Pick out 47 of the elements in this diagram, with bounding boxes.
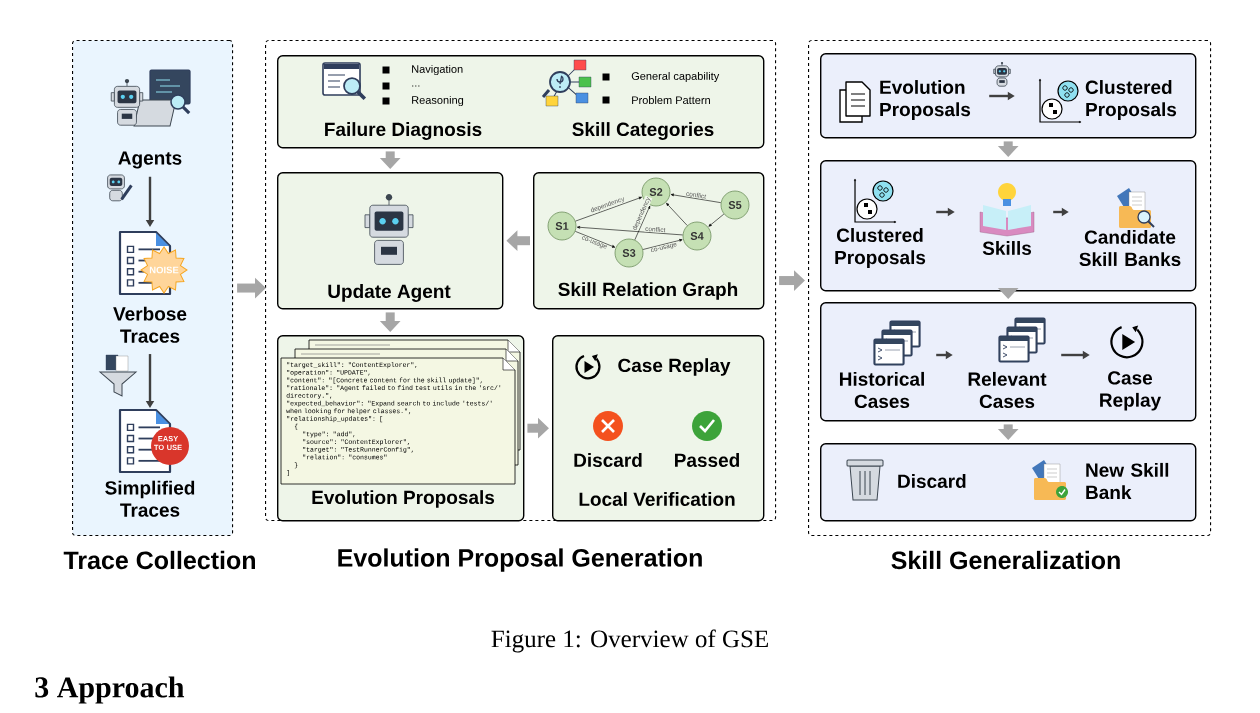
- section-heading: 3 Approach: [35, 676, 185, 704]
- step-box: [820, 302, 1197, 422]
- bullet-item: Problem Pattern: [632, 95, 710, 105]
- box-title: Case Replay: [618, 358, 731, 376]
- box-title: Local Verification: [579, 492, 735, 506]
- arrow: [708, 213, 725, 227]
- step-box: Update Agent: [277, 172, 504, 310]
- bullet-item: Reasoning: [412, 95, 464, 107]
- arrow: [575, 231, 616, 248]
- skill-node: S5: [720, 190, 750, 220]
- step-label: Candidate Skill Banks: [1079, 229, 1181, 267]
- box-title: Skill Categories: [572, 122, 714, 140]
- step-label: New Skill Bank: [1086, 462, 1169, 500]
- arrow: [575, 196, 642, 222]
- figure-caption: Figure 1: Overview of GSE: [491, 629, 768, 653]
- skill-node: S4: [682, 221, 712, 251]
- skill-node: S1: [547, 211, 577, 241]
- step-label: Simplified Traces: [105, 480, 195, 517]
- box-title: Discard: [574, 453, 642, 467]
- step-label: Verbose Traces: [113, 306, 187, 343]
- step-label: Clustered Proposals: [1085, 80, 1177, 120]
- panel-title: Evolution Proposal Generation: [338, 548, 702, 572]
- arrow: [670, 193, 722, 203]
- step-label: Discard: [898, 474, 966, 488]
- bullet-item: General capability: [631, 71, 720, 83]
- arrow: [666, 202, 688, 226]
- step-box: [820, 443, 1197, 522]
- step-label: Clustered Proposals: [835, 228, 926, 268]
- arrow: [576, 226, 683, 236]
- step-label: Skills: [982, 241, 1032, 255]
- step-label: Relevant Cases: [968, 371, 1047, 409]
- box-title: Failure Diagnosis: [325, 122, 482, 140]
- panel-title: Trace Collection: [63, 550, 255, 570]
- bullet-item: ...: [412, 85, 420, 87]
- step-label: Case Replay: [1100, 371, 1162, 411]
- arrow: [642, 239, 683, 250]
- step-box: [820, 160, 1197, 292]
- noise-badge: NOISE: [140, 246, 188, 294]
- panel-title: Skill Generalization: [891, 550, 1120, 570]
- step-box: [820, 53, 1197, 139]
- bullet-item: Navigation: [412, 64, 463, 76]
- step-label: Evolution Proposals: [880, 80, 971, 120]
- step-label: Agents: [118, 151, 182, 169]
- step-label: Historical Cases: [840, 371, 924, 409]
- box-title: Passed: [675, 453, 739, 467]
- skill-node: S3: [614, 238, 644, 268]
- arrow: [634, 205, 651, 241]
